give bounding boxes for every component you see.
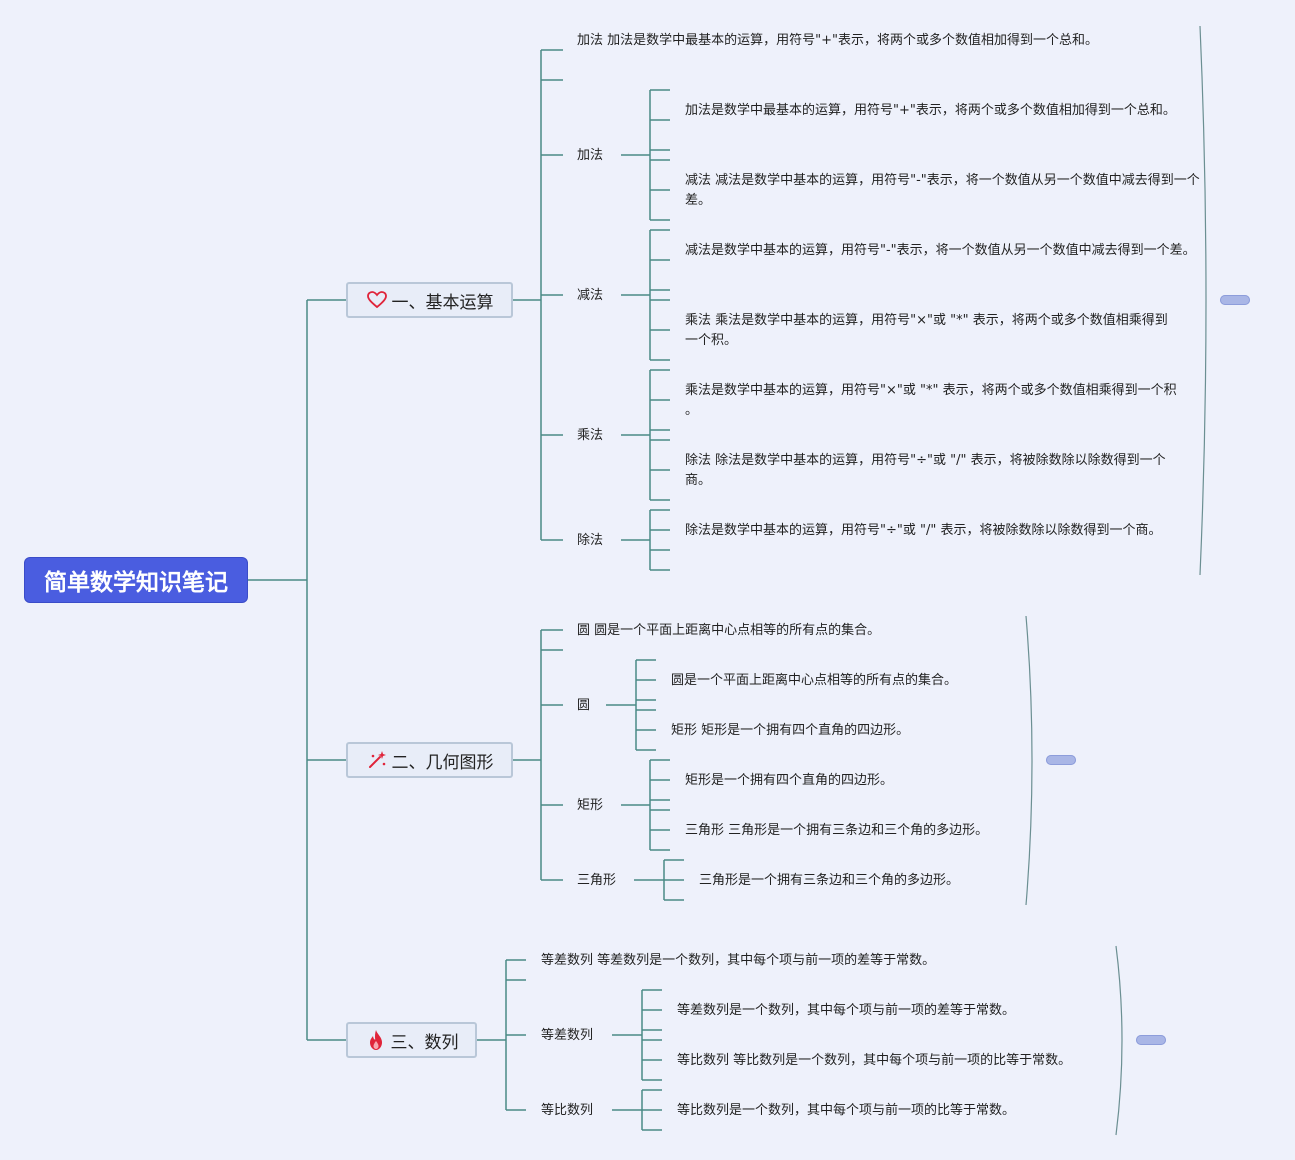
note-text: 三角形 三角形是一个拥有三条边和三个角的多边形。 (685, 823, 989, 838)
topic-rectangle[interactable]: 矩形 (577, 798, 604, 813)
topic-circle[interactable]: 圆 (577, 698, 591, 713)
note-text: 乘法是数学中基本的运算，用符号"×"或 "*" 表示，将两个或多个数值相乘得到一… (685, 383, 1177, 418)
topic-division[interactable]: 除法 (577, 533, 604, 548)
note-text: 除法是数学中基本的运算，用符号"÷"或 "/" 表示，将被除数除以除数得到一个商… (685, 523, 1162, 538)
branch-label: 三、数列 (390, 1032, 459, 1053)
branch-label: 一、基本运算 (391, 292, 494, 313)
b1-leaf-stems (621, 154, 650, 541)
topic-multiplication[interactable]: 乘法 (577, 428, 604, 443)
branch-connectors (307, 299, 346, 1041)
note-text: 圆是一个平面上距离中心点相等的所有点的集合。 (671, 673, 958, 688)
note-text: 矩形是一个拥有四个直角的四边形。 (685, 773, 894, 788)
summary-brace (1199, 25, 1207, 576)
branch-geometry[interactable]: 二、几何图形 (346, 742, 513, 778)
branch-label: 二、几何图形 (391, 752, 494, 773)
note-text: 矩形 矩形是一个拥有四个直角的四边形。 (671, 723, 910, 738)
topic-geometric-sequence[interactable]: 等比数列 (541, 1103, 594, 1118)
sparkle-wand-icon (366, 749, 388, 771)
summary-line: 圆 圆是一个平面上距离中心点相等的所有点的集合。 (577, 623, 881, 638)
note-text: 除法 除法是数学中基本的运算，用符号"÷"或 "/" 表示，将被除数除以除数得到… (685, 453, 1166, 488)
note-text: 等比数列是一个数列，其中每个项与前一项的比等于常数。 (677, 1103, 1016, 1118)
summary-brace (1115, 945, 1123, 1136)
root-topic[interactable]: 简单数学知识笔记 (25, 558, 247, 602)
fire-icon (365, 1029, 387, 1051)
note-text: 减法 减法是数学中基本的运算，用符号"-"表示，将一个数值从另一个数值中减去得到… (685, 173, 1200, 208)
summary-line: 加法 加法是数学中最基本的运算，用符号"+"表示，将两个或多个数值相加得到一个总… (577, 33, 1098, 48)
topic-addition[interactable]: 加法 (577, 148, 604, 163)
branch-basic-operations[interactable]: 一、基本运算 (346, 282, 513, 318)
topic-triangle[interactable]: 三角形 (577, 873, 617, 888)
note-text: 等比数列 等比数列是一个数列，其中每个项与前一项的比等于常数。 (677, 1053, 1072, 1068)
topic-subtraction[interactable]: 减法 (577, 288, 604, 303)
branch-sequences[interactable]: 三、数列 (346, 1022, 477, 1058)
note-text: 加法是数学中最基本的运算，用符号"+"表示，将两个或多个数值相加得到一个总和。 (685, 103, 1176, 118)
summary-brace (1025, 615, 1033, 906)
note-text: 乘法 乘法是数学中基本的运算，用符号"×"或 "*" 表示，将两个或多个数值相乘… (685, 313, 1168, 348)
note-text: 三角形是一个拥有三条边和三个角的多边形。 (699, 873, 960, 888)
collapse-toggle[interactable] (1136, 1035, 1166, 1045)
heart-icon (366, 289, 388, 311)
note-text: 等差数列是一个数列，其中每个项与前一项的差等于常数。 (677, 1003, 1016, 1018)
topic-arithmetic-sequence[interactable]: 等差数列 (541, 1028, 594, 1043)
collapse-toggle[interactable] (1046, 755, 1076, 765)
b3-leaf-stems (612, 1034, 642, 1111)
summary-line: 等差数列 等差数列是一个数列，其中每个项与前一项的差等于常数。 (541, 953, 936, 968)
collapse-toggle[interactable] (1220, 295, 1250, 305)
note-text: 减法是数学中基本的运算，用符号"-"表示，将一个数值从另一个数值中减去得到一个差… (685, 243, 1196, 258)
